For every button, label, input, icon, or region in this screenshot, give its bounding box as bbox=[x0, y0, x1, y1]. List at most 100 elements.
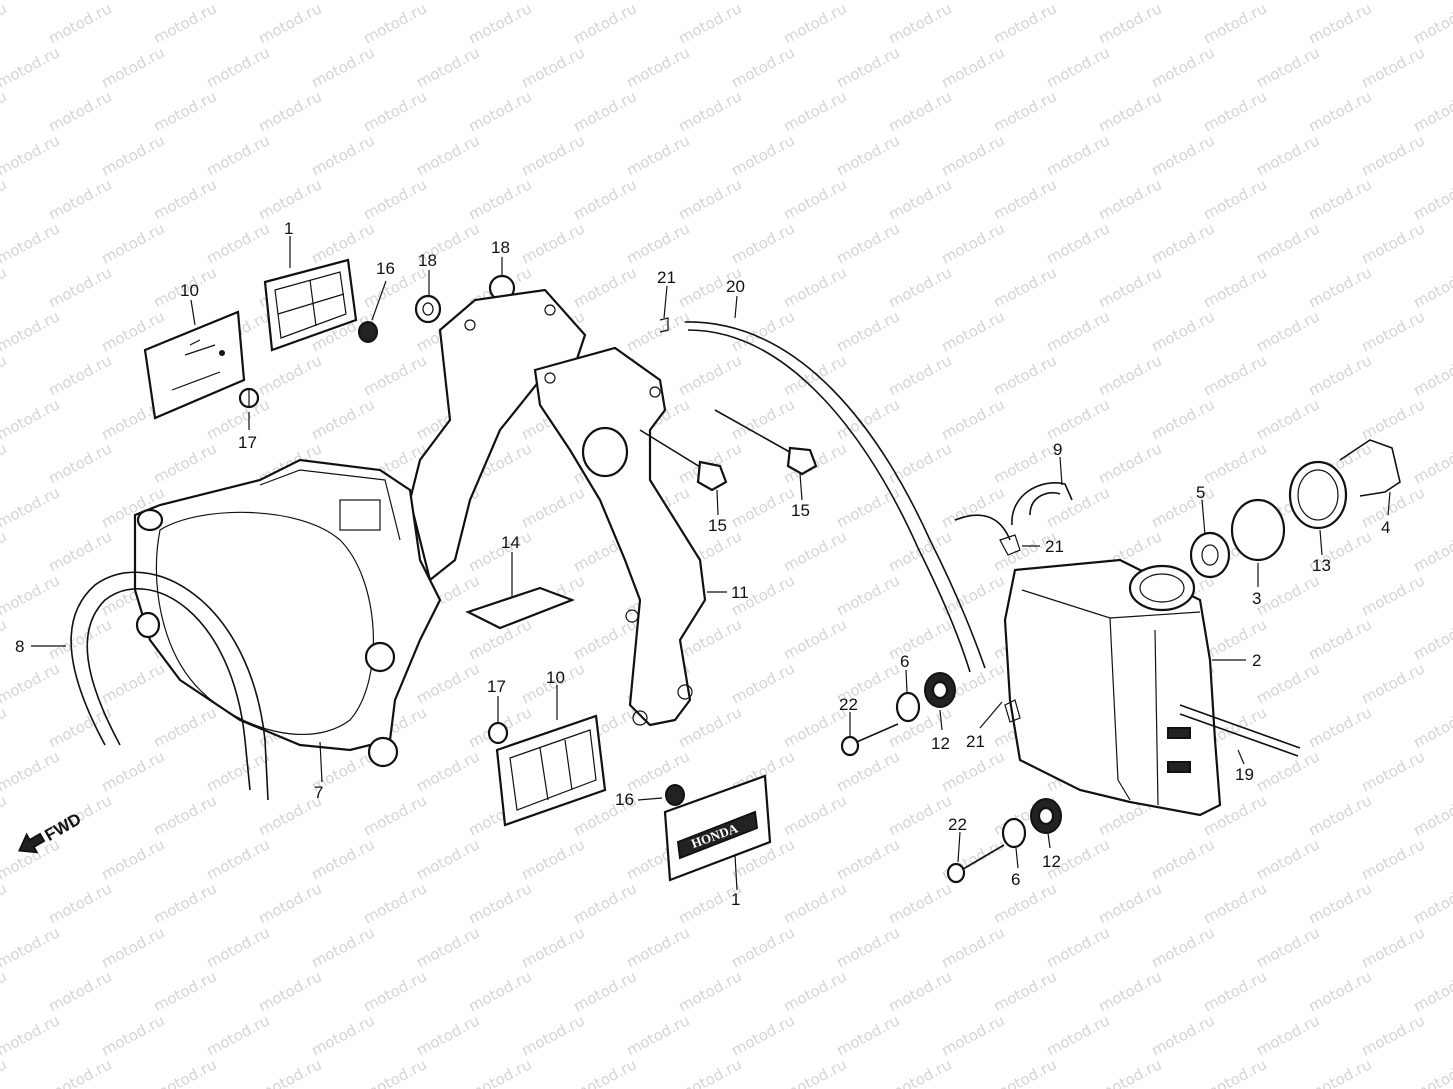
watermark-text: motod.ru bbox=[45, 879, 114, 927]
watermark-text: motod.ru bbox=[0, 307, 63, 355]
watermark-text: motod.ru bbox=[780, 175, 849, 223]
watermark-text: motod.ru bbox=[413, 0, 482, 4]
watermark-text: motod.ru bbox=[938, 483, 1007, 531]
watermark-text: motod.ru bbox=[990, 351, 1059, 399]
watermark-text: motod.ru bbox=[45, 1055, 114, 1089]
callout-16: 16 bbox=[376, 259, 395, 278]
watermark-text: motod.ru bbox=[45, 87, 114, 135]
watermark-text: motod.ru bbox=[885, 879, 954, 927]
watermark-text: motod.ru bbox=[1200, 0, 1269, 48]
callout-18: 18 bbox=[491, 238, 510, 257]
callout-6: 6 bbox=[900, 652, 909, 671]
watermark-text: motod.ru bbox=[518, 923, 587, 971]
watermark-text: motod.ru bbox=[0, 747, 63, 795]
watermark-text: motod.ru bbox=[570, 967, 639, 1015]
watermark-text: motod.ru bbox=[465, 0, 534, 48]
watermark-text: motod.ru bbox=[1305, 1055, 1374, 1089]
part-1-upper-screen bbox=[263, 258, 358, 352]
watermark-text: motod.ru bbox=[780, 87, 849, 135]
part-1-emblem: HONDA bbox=[663, 774, 772, 882]
watermark-text: motod.ru bbox=[1095, 967, 1164, 1015]
watermark-text: motod.ru bbox=[780, 351, 849, 399]
watermark-text: motod.ru bbox=[570, 0, 639, 48]
watermark-text: motod.ru bbox=[0, 439, 10, 487]
watermark-text: motod.ru bbox=[1305, 791, 1374, 839]
watermark-text: motod.ru bbox=[150, 879, 219, 927]
watermark-text: motod.ru bbox=[780, 1055, 849, 1089]
watermark-text: motod.ru bbox=[1200, 175, 1269, 223]
watermark-text: motod.ru bbox=[938, 395, 1007, 443]
watermark-text: motod.ru bbox=[1358, 835, 1427, 883]
watermark-text: motod.ru bbox=[885, 791, 954, 839]
watermark-text: motod.ru bbox=[1200, 263, 1269, 311]
watermark-text: motod.ru bbox=[0, 923, 63, 971]
callout-18: 18 bbox=[418, 251, 437, 270]
callout-1: 1 bbox=[731, 890, 740, 909]
watermark-text: motod.ru bbox=[1253, 659, 1322, 707]
watermark-text: motod.ru bbox=[465, 87, 534, 135]
watermark-text: motod.ru bbox=[833, 1011, 902, 1059]
watermark-text: motod.ru bbox=[885, 87, 954, 135]
watermark-text: motod.ru bbox=[465, 967, 534, 1015]
callout-17: 17 bbox=[238, 433, 257, 452]
watermark-text: motod.ru bbox=[938, 0, 1007, 4]
watermark-text: motod.ru bbox=[255, 879, 324, 927]
watermark-text: motod.ru bbox=[990, 87, 1059, 135]
watermark-text: motod.ru bbox=[1200, 351, 1269, 399]
watermark-text: motod.ru bbox=[1095, 175, 1164, 223]
watermark-text: motod.ru bbox=[1095, 879, 1164, 927]
watermark-text: motod.ru bbox=[675, 703, 744, 751]
watermark-text: motod.ru bbox=[1358, 483, 1427, 531]
callout-15: 15 bbox=[708, 516, 727, 535]
callout-21: 21 bbox=[657, 268, 676, 287]
watermark-text: motod.ru bbox=[203, 835, 272, 883]
watermark-text: motod.ru bbox=[1200, 439, 1269, 487]
watermark-text: motod.ru bbox=[990, 0, 1059, 48]
watermark-text: motod.ru bbox=[885, 1055, 954, 1089]
watermark-text: motod.ru bbox=[0, 175, 10, 223]
watermark-text: motod.ru bbox=[1305, 703, 1374, 751]
watermark-text: motod.ru bbox=[885, 351, 954, 399]
watermark-text: motod.ru bbox=[98, 219, 167, 267]
watermark-text: motod.ru bbox=[780, 263, 849, 311]
watermark-text: motod.ru bbox=[780, 879, 849, 927]
part-21-clip-b bbox=[999, 534, 1021, 556]
watermark-text: motod.ru bbox=[623, 43, 692, 91]
watermark-text: motod.ru bbox=[98, 0, 167, 4]
watermark-text: motod.ru bbox=[1253, 747, 1322, 795]
watermark-text: motod.ru bbox=[675, 175, 744, 223]
watermark-text: motod.ru bbox=[1043, 395, 1112, 443]
watermark-text: motod.ru bbox=[990, 967, 1059, 1015]
watermark-text: motod.ru bbox=[570, 263, 639, 311]
watermark-text: motod.ru bbox=[1358, 219, 1427, 267]
watermark-text: motod.ru bbox=[203, 43, 272, 91]
watermark-text: motod.ru bbox=[0, 659, 63, 707]
watermark-text: motod.ru bbox=[360, 791, 429, 839]
watermark-text: motod.ru bbox=[1305, 615, 1374, 663]
watermark-text: motod.ru bbox=[360, 1055, 429, 1089]
watermark-text: motod.ru bbox=[1043, 307, 1112, 355]
watermark-text: motod.ru bbox=[570, 615, 639, 663]
watermark-text: motod.ru bbox=[1358, 747, 1427, 795]
watermark-text: motod.ru bbox=[938, 923, 1007, 971]
watermark-text: motod.ru bbox=[1148, 923, 1217, 971]
watermark-text: motod.ru bbox=[885, 439, 954, 487]
watermark-text: motod.ru bbox=[938, 747, 1007, 795]
watermark-text: motod.ru bbox=[1148, 835, 1217, 883]
watermark-text: motod.ru bbox=[1410, 1055, 1453, 1089]
watermark-text: motod.ru bbox=[990, 439, 1059, 487]
watermark-text: motod.ru bbox=[0, 527, 10, 575]
watermark-text: motod.ru bbox=[570, 175, 639, 223]
watermark-text: motod.ru bbox=[833, 835, 902, 883]
watermark-text: motod.ru bbox=[0, 1055, 10, 1089]
part-17-nut-b bbox=[487, 721, 509, 745]
watermark-text: motod.ru bbox=[1305, 0, 1374, 48]
watermark-text: motod.ru bbox=[780, 967, 849, 1015]
callout-12: 12 bbox=[931, 734, 950, 753]
watermark-text: motod.ru bbox=[1148, 0, 1217, 4]
watermark-text: motod.ru bbox=[990, 263, 1059, 311]
watermark-text: motod.ru bbox=[1410, 527, 1453, 575]
watermark-text: motod.ru bbox=[465, 1055, 534, 1089]
watermark-text: motod.ru bbox=[990, 1055, 1059, 1089]
watermark-text: motod.ru bbox=[308, 0, 377, 4]
